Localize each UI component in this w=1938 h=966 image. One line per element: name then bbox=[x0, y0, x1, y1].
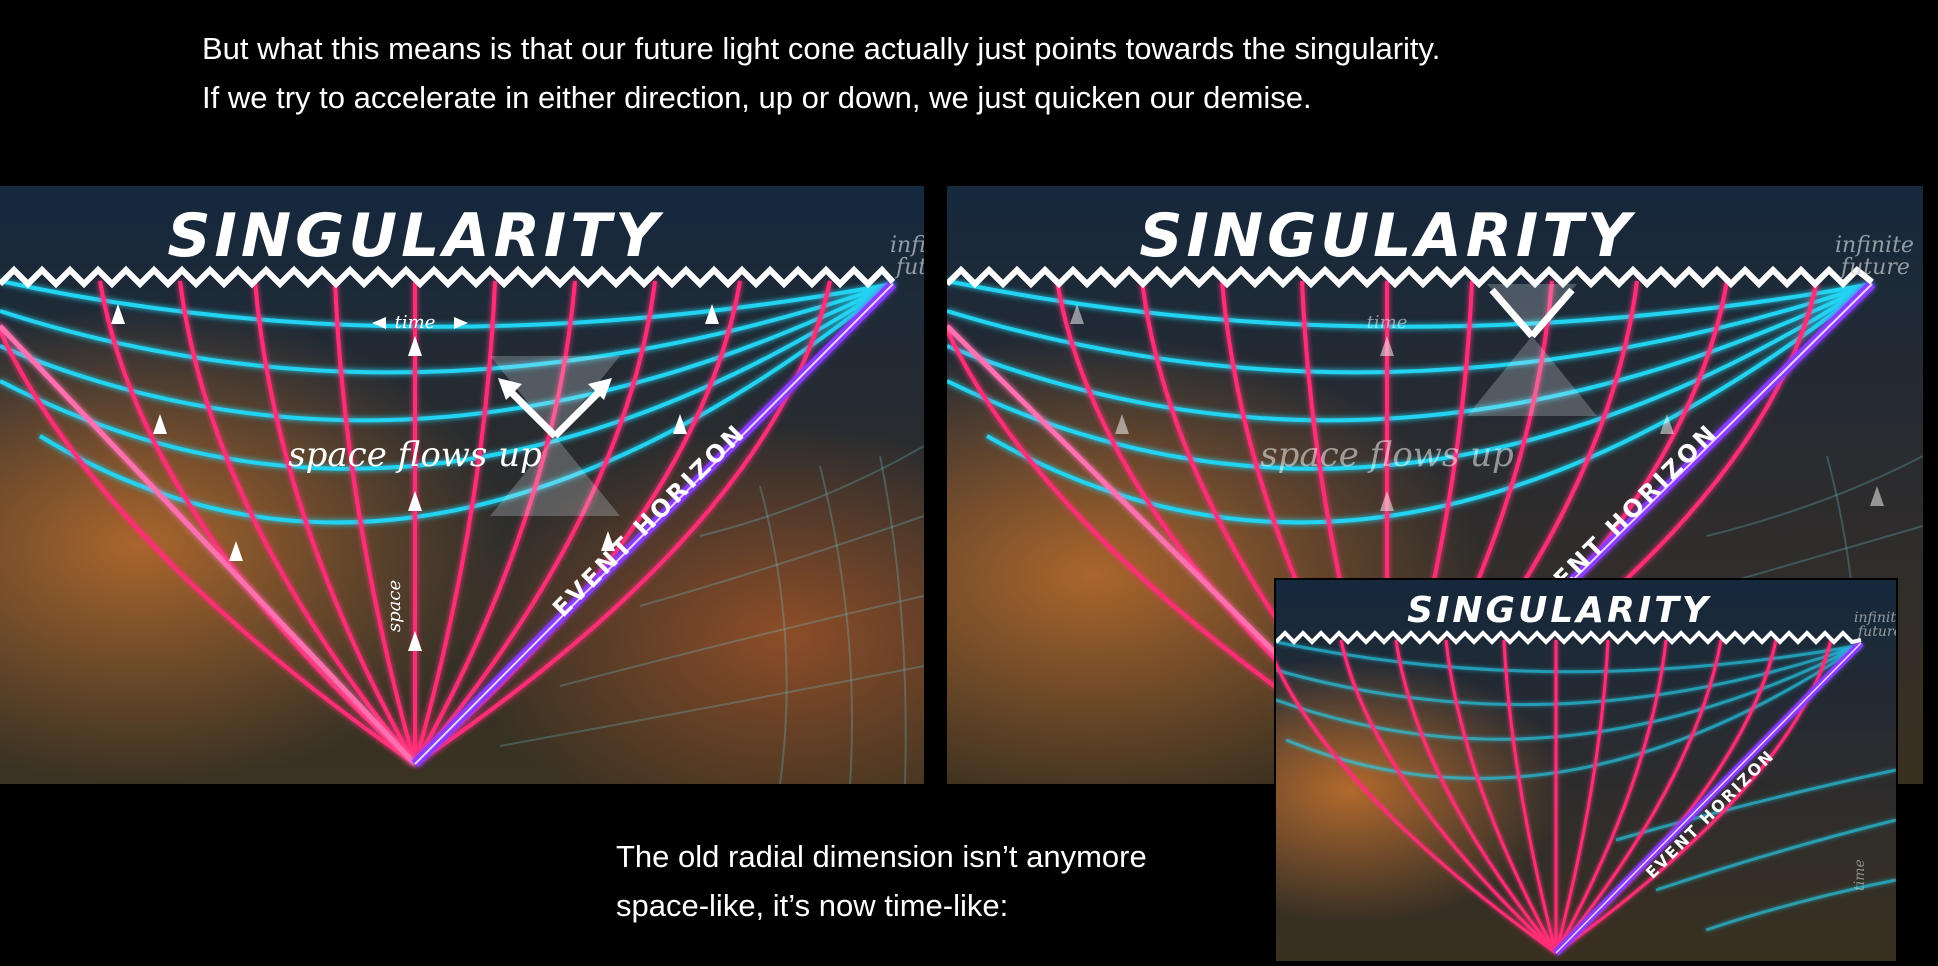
flow-arrows-left bbox=[111, 304, 719, 651]
light-cone-right bbox=[1467, 284, 1597, 416]
diagram-panel-inset: SINGULARITY infinite future EVENT HORIZO… bbox=[1276, 580, 1896, 961]
top-caption-line-1: But what this means is that our future l… bbox=[202, 31, 1441, 66]
singularity-title-inset: SINGULARITY bbox=[1407, 590, 1712, 631]
space-flows-up-label: space flows up bbox=[288, 435, 542, 475]
singularity-title: SINGULARITY bbox=[167, 201, 664, 271]
space-lines-right bbox=[947, 279, 1874, 525]
top-caption: But what this means is that our future l… bbox=[202, 24, 1440, 122]
future-label: future bbox=[894, 255, 924, 280]
singularity-zigzag bbox=[0, 265, 896, 289]
space-axis-label: space bbox=[384, 580, 405, 632]
bottom-caption: The old radial dimension isn’t anymore s… bbox=[616, 832, 1147, 930]
top-caption-line-2: If we try to accelerate in either direct… bbox=[202, 80, 1312, 115]
space-flows-up-label-right: space flows up bbox=[1260, 435, 1514, 475]
infinite-label: infinite bbox=[890, 233, 924, 258]
time-axis-label-inset: time bbox=[1852, 859, 1868, 891]
spacetime-diagram-inset: SINGULARITY infinite future EVENT HORIZO… bbox=[1276, 580, 1896, 961]
infinite-label-right: infinite bbox=[1835, 233, 1914, 258]
bottom-caption-line-1: The old radial dimension isn’t anymore bbox=[616, 839, 1147, 874]
singularity-zigzag-right bbox=[947, 265, 1874, 289]
future-label-inset: future bbox=[1857, 624, 1896, 640]
future-label-right: future bbox=[1839, 255, 1910, 280]
space-lines-inset bbox=[1276, 640, 1896, 932]
flow-arrows-right bbox=[1070, 304, 1884, 511]
bottom-caption-line-2: space-like, it’s now time-like: bbox=[616, 888, 1009, 923]
light-cone-left bbox=[490, 356, 620, 516]
time-label-right: time bbox=[1367, 312, 1408, 333]
spacetime-diagram-left: SINGULARITY infinite future space flows … bbox=[0, 186, 924, 784]
singularity-zigzag-inset bbox=[1276, 630, 1862, 645]
infinite-label-inset: infinite bbox=[1854, 610, 1896, 626]
diagram-panel-left: SINGULARITY infinite future space flows … bbox=[0, 186, 924, 784]
singularity-title-right: SINGULARITY bbox=[1139, 201, 1636, 271]
time-label: time bbox=[395, 312, 436, 333]
space-lines-left bbox=[0, 279, 895, 525]
